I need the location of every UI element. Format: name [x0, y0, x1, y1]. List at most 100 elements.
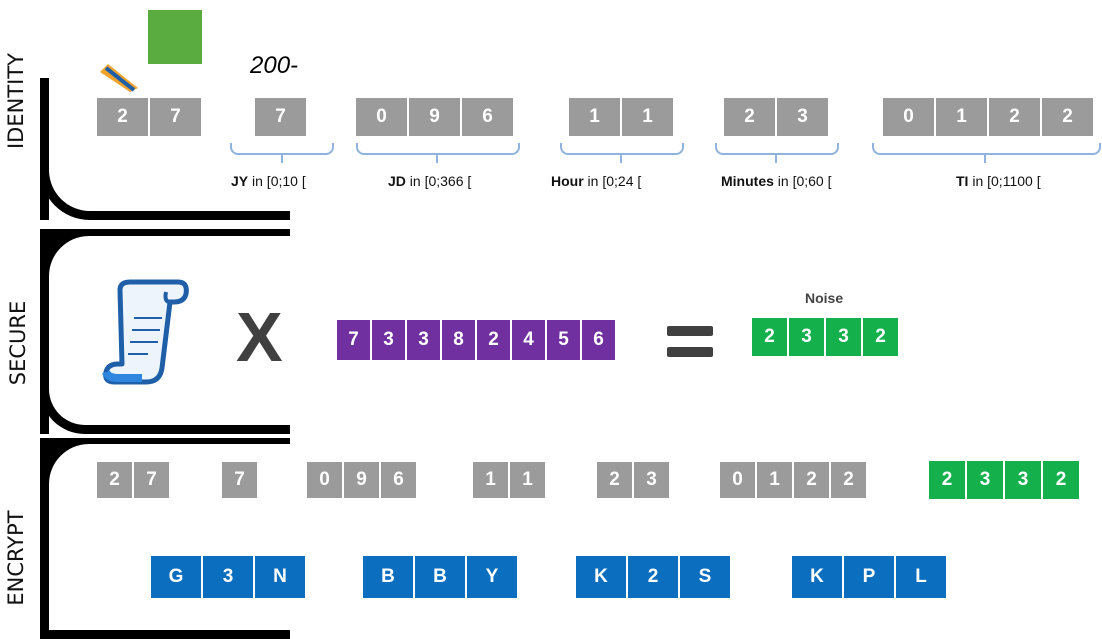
- digit-cell: 1: [936, 98, 987, 136]
- key-digit-cell: 3: [372, 320, 405, 360]
- secure-frame-bottom: [100, 425, 290, 434]
- digit-cell: 6: [381, 462, 416, 498]
- key-digit-cell: 4: [512, 320, 545, 360]
- section-label-identity: IDENTITY: [4, 52, 28, 150]
- brace-minutes: [715, 143, 839, 155]
- encrypt-group-6: 0 1 2 2: [720, 462, 866, 498]
- digit-cell: 1: [622, 98, 673, 136]
- identity-frame-bottom: [90, 211, 290, 220]
- digit-cell: 0: [883, 98, 934, 136]
- encrypt-frame-bottom: [40, 630, 290, 639]
- green-square-icon: [148, 10, 202, 64]
- noise-digit-cell: 3: [826, 318, 861, 356]
- identity-frame-left: [40, 78, 49, 220]
- cipher-group-3: K 2 S: [576, 556, 730, 598]
- pencil-icon: [98, 62, 146, 94]
- digit-cell: 3: [634, 462, 669, 498]
- digit-cell: 7: [255, 98, 306, 136]
- brace-hour: [560, 143, 684, 155]
- label-hour: Hour in [0;24 [: [551, 173, 642, 189]
- brace-tick: [620, 153, 622, 163]
- digit-cell: 2: [794, 462, 829, 498]
- encrypt-group-4: 1 1: [473, 462, 545, 498]
- brace-tick: [775, 153, 777, 163]
- digit-cell: 2: [831, 462, 866, 498]
- key-digit-cell: 7: [337, 320, 370, 360]
- digit-cell: 7: [150, 98, 201, 136]
- section-label-encrypt: ENCRYPT: [4, 510, 28, 606]
- label-jd: JD in [0;366 [: [388, 173, 472, 189]
- noise-digit-cell: 3: [789, 318, 824, 356]
- digit-cell: 0: [307, 462, 342, 498]
- brace-tick: [281, 153, 283, 163]
- cipher-cell: 3: [203, 556, 253, 598]
- brace-ti: [872, 143, 1101, 155]
- cipher-group-2: B B Y: [363, 556, 517, 598]
- key-digits: 7 3 3 8 2 4 5 6: [337, 320, 615, 360]
- key-digit-cell: 6: [582, 320, 615, 360]
- secure-frame-shape: [40, 236, 290, 434]
- digit-cell: 2: [97, 462, 132, 498]
- identity-group-jd: 0 9 6: [356, 98, 513, 136]
- digit-cell: 6: [462, 98, 513, 136]
- label-minutes: Minutes in [0;60 [: [721, 173, 832, 189]
- noise-digit-cell: 2: [929, 461, 965, 499]
- encrypt-group-1: 2 7: [97, 462, 169, 498]
- cipher-cell: 2: [628, 556, 678, 598]
- identity-group-1: 2 7: [97, 98, 201, 136]
- digit-cell: 3: [777, 98, 828, 136]
- section-label-secure: SECURE: [6, 300, 30, 386]
- encrypt-noise-digits: 2 3 3 2: [929, 461, 1079, 499]
- brace-tick: [436, 153, 438, 163]
- digit-cell: 1: [510, 462, 545, 498]
- secure-frame-botcorner: [40, 382, 110, 434]
- noise-digit-cell: 3: [1005, 461, 1041, 499]
- noise-digit-cell: 2: [863, 318, 898, 356]
- digit-cell: 1: [473, 462, 508, 498]
- digit-cell: 2: [97, 98, 148, 136]
- encrypt-group-5: 2 3: [597, 462, 669, 498]
- encrypt-group-3: 0 9 6: [307, 462, 416, 498]
- encrypt-frame-top: [40, 438, 290, 444]
- key-digit-cell: 8: [442, 320, 475, 360]
- digit-cell: 9: [409, 98, 460, 136]
- digit-cell: 0: [356, 98, 407, 136]
- cipher-group-4: K P L: [792, 556, 946, 598]
- digit-cell: 2: [1042, 98, 1093, 136]
- cipher-group-1: G 3 N: [151, 556, 305, 598]
- cipher-cell: L: [896, 556, 946, 598]
- digit-cell: 0: [720, 462, 755, 498]
- digit-cell: 2: [597, 462, 632, 498]
- noise-label: Noise: [805, 290, 844, 306]
- equals-symbol: [667, 326, 713, 358]
- noise-digit-cell: 3: [967, 461, 1003, 499]
- label-ti: TI in [0;1100 [: [956, 173, 1041, 189]
- cipher-cell: Y: [467, 556, 517, 598]
- year-prefix: 200-: [250, 52, 299, 79]
- identity-group-hour: 1 1: [569, 98, 673, 136]
- key-digit-cell: 2: [477, 320, 510, 360]
- multiply-symbol: X: [236, 298, 283, 376]
- digit-cell: 9: [344, 462, 379, 498]
- cipher-cell: B: [363, 556, 413, 598]
- brace-jd: [356, 143, 520, 155]
- cipher-cell: P: [844, 556, 894, 598]
- identity-group-ti: 0 1 2 2: [883, 98, 1093, 136]
- digit-cell: 2: [989, 98, 1040, 136]
- cipher-cell: G: [151, 556, 201, 598]
- key-digit-cell: 5: [547, 320, 580, 360]
- cipher-cell: N: [255, 556, 305, 598]
- digit-cell: 2: [724, 98, 775, 136]
- secure-frame-top: [40, 229, 290, 236]
- cipher-cell: K: [792, 556, 842, 598]
- cipher-cell: B: [415, 556, 465, 598]
- digit-cell: 1: [569, 98, 620, 136]
- noise-digit-cell: 2: [1043, 461, 1079, 499]
- scroll-icon: [100, 278, 192, 386]
- label-jy: JY in [0;10 [: [231, 173, 306, 189]
- encrypt-group-2: 7: [222, 462, 257, 498]
- noise-digits: 2 3 3 2: [752, 318, 898, 356]
- digit-cell: 7: [134, 462, 169, 498]
- digit-cell: 7: [222, 462, 257, 498]
- brace-tick: [984, 153, 986, 163]
